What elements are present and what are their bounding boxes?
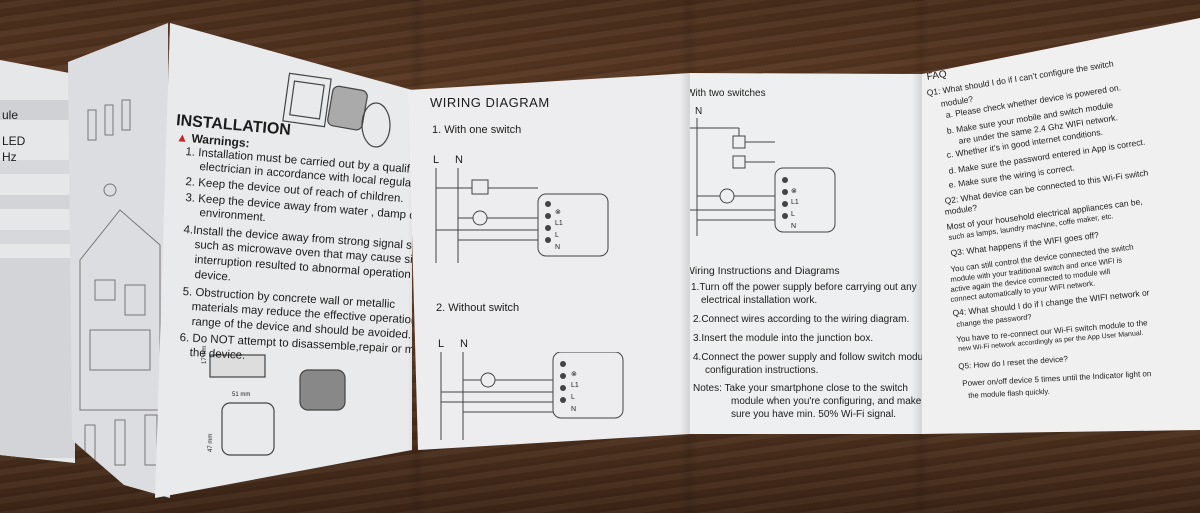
terminal-label: N	[571, 406, 577, 413]
table-fragment: Hz	[2, 150, 17, 164]
faq-line: the module flash quickly.	[968, 386, 1050, 400]
faq-panel: FAQ Q1: What should I do if I can’t conf…	[922, 18, 1200, 434]
terminal-label: ⊗	[791, 188, 797, 195]
section-without-switch: 2. Without switch	[436, 302, 520, 314]
neutral-label: N	[455, 154, 463, 166]
terminal-label: L	[791, 211, 795, 218]
wiring-title: WIRING DIAGRAM	[430, 95, 550, 110]
instructions-panel: 3. With two switches L N	[675, 73, 925, 434]
house-illustration	[79, 99, 161, 466]
table-band	[0, 258, 75, 458]
instruction-step: 4.Connect the power supply and follow sw…	[693, 352, 925, 363]
illustration-panel	[68, 23, 170, 498]
terminal-label: ⊗	[571, 371, 577, 378]
notes-line: sure you have min. 50% Wi-Fi signal.	[731, 409, 897, 420]
table-fragment: ule	[2, 108, 19, 122]
table-band	[0, 195, 75, 209]
neutral-label: N	[460, 338, 468, 350]
dimension-label: 47 mm	[208, 433, 214, 452]
installation-panel: INSTALLATION ▲ Warnings: 1. Installation…	[155, 23, 412, 498]
device-illustration	[209, 72, 391, 456]
table-band	[0, 230, 75, 244]
terminal-label: N	[791, 223, 797, 230]
without-switch-diagram	[435, 352, 635, 442]
instruction-step: 2.Connect wires according to the wiring …	[693, 314, 910, 325]
terminal-label: N	[555, 244, 561, 251]
dimension-label: 17 mm	[202, 345, 208, 364]
terminal-label: L1	[791, 199, 799, 206]
instructions-title: Wiring Instructions and Diagrams	[685, 265, 840, 277]
line-label: L	[438, 338, 445, 350]
dimension-label: 51 mm	[232, 392, 251, 398]
instruction-step: 1.Turn off the power supply before carry…	[691, 282, 917, 293]
warning-line: device.	[194, 269, 232, 284]
terminal-label: L	[555, 232, 559, 239]
neutral-label: N	[695, 106, 703, 117]
terminal-label: L	[571, 394, 575, 401]
warning-icon: ▲	[175, 130, 189, 145]
table-band	[0, 100, 75, 120]
wiring-diagram-panel: WIRING DIAGRAM 1. With one switch 2. Wit…	[408, 73, 690, 450]
section-one-switch: 1. With one switch	[432, 124, 522, 136]
notes-line: module when you're configuring, and make	[731, 396, 922, 407]
terminal-label: L1	[571, 382, 579, 389]
faq-line: Power on/off device 5 times until the In…	[962, 369, 1152, 388]
two-switches-title: 3. With two switches	[675, 88, 766, 99]
table-fragment: LED	[2, 134, 26, 148]
table-band	[0, 160, 75, 174]
left-panel: ule LED Hz	[0, 60, 75, 463]
faq-line: Q5: How do I reset the device?	[958, 354, 1069, 371]
one-switch-diagram	[430, 168, 630, 268]
terminal-label: ⊗	[555, 209, 561, 216]
terminal-label: L1	[555, 220, 563, 227]
instruction-step: electrical installation work.	[701, 295, 818, 306]
instruction-step: configuration instructions.	[705, 365, 819, 376]
line-label: L	[433, 154, 440, 166]
notes-line: Notes: Take your smartphone close to the…	[693, 383, 908, 394]
instruction-step: 3.Insert the module into the junction bo…	[693, 333, 874, 344]
two-switches-diagram	[690, 118, 875, 238]
